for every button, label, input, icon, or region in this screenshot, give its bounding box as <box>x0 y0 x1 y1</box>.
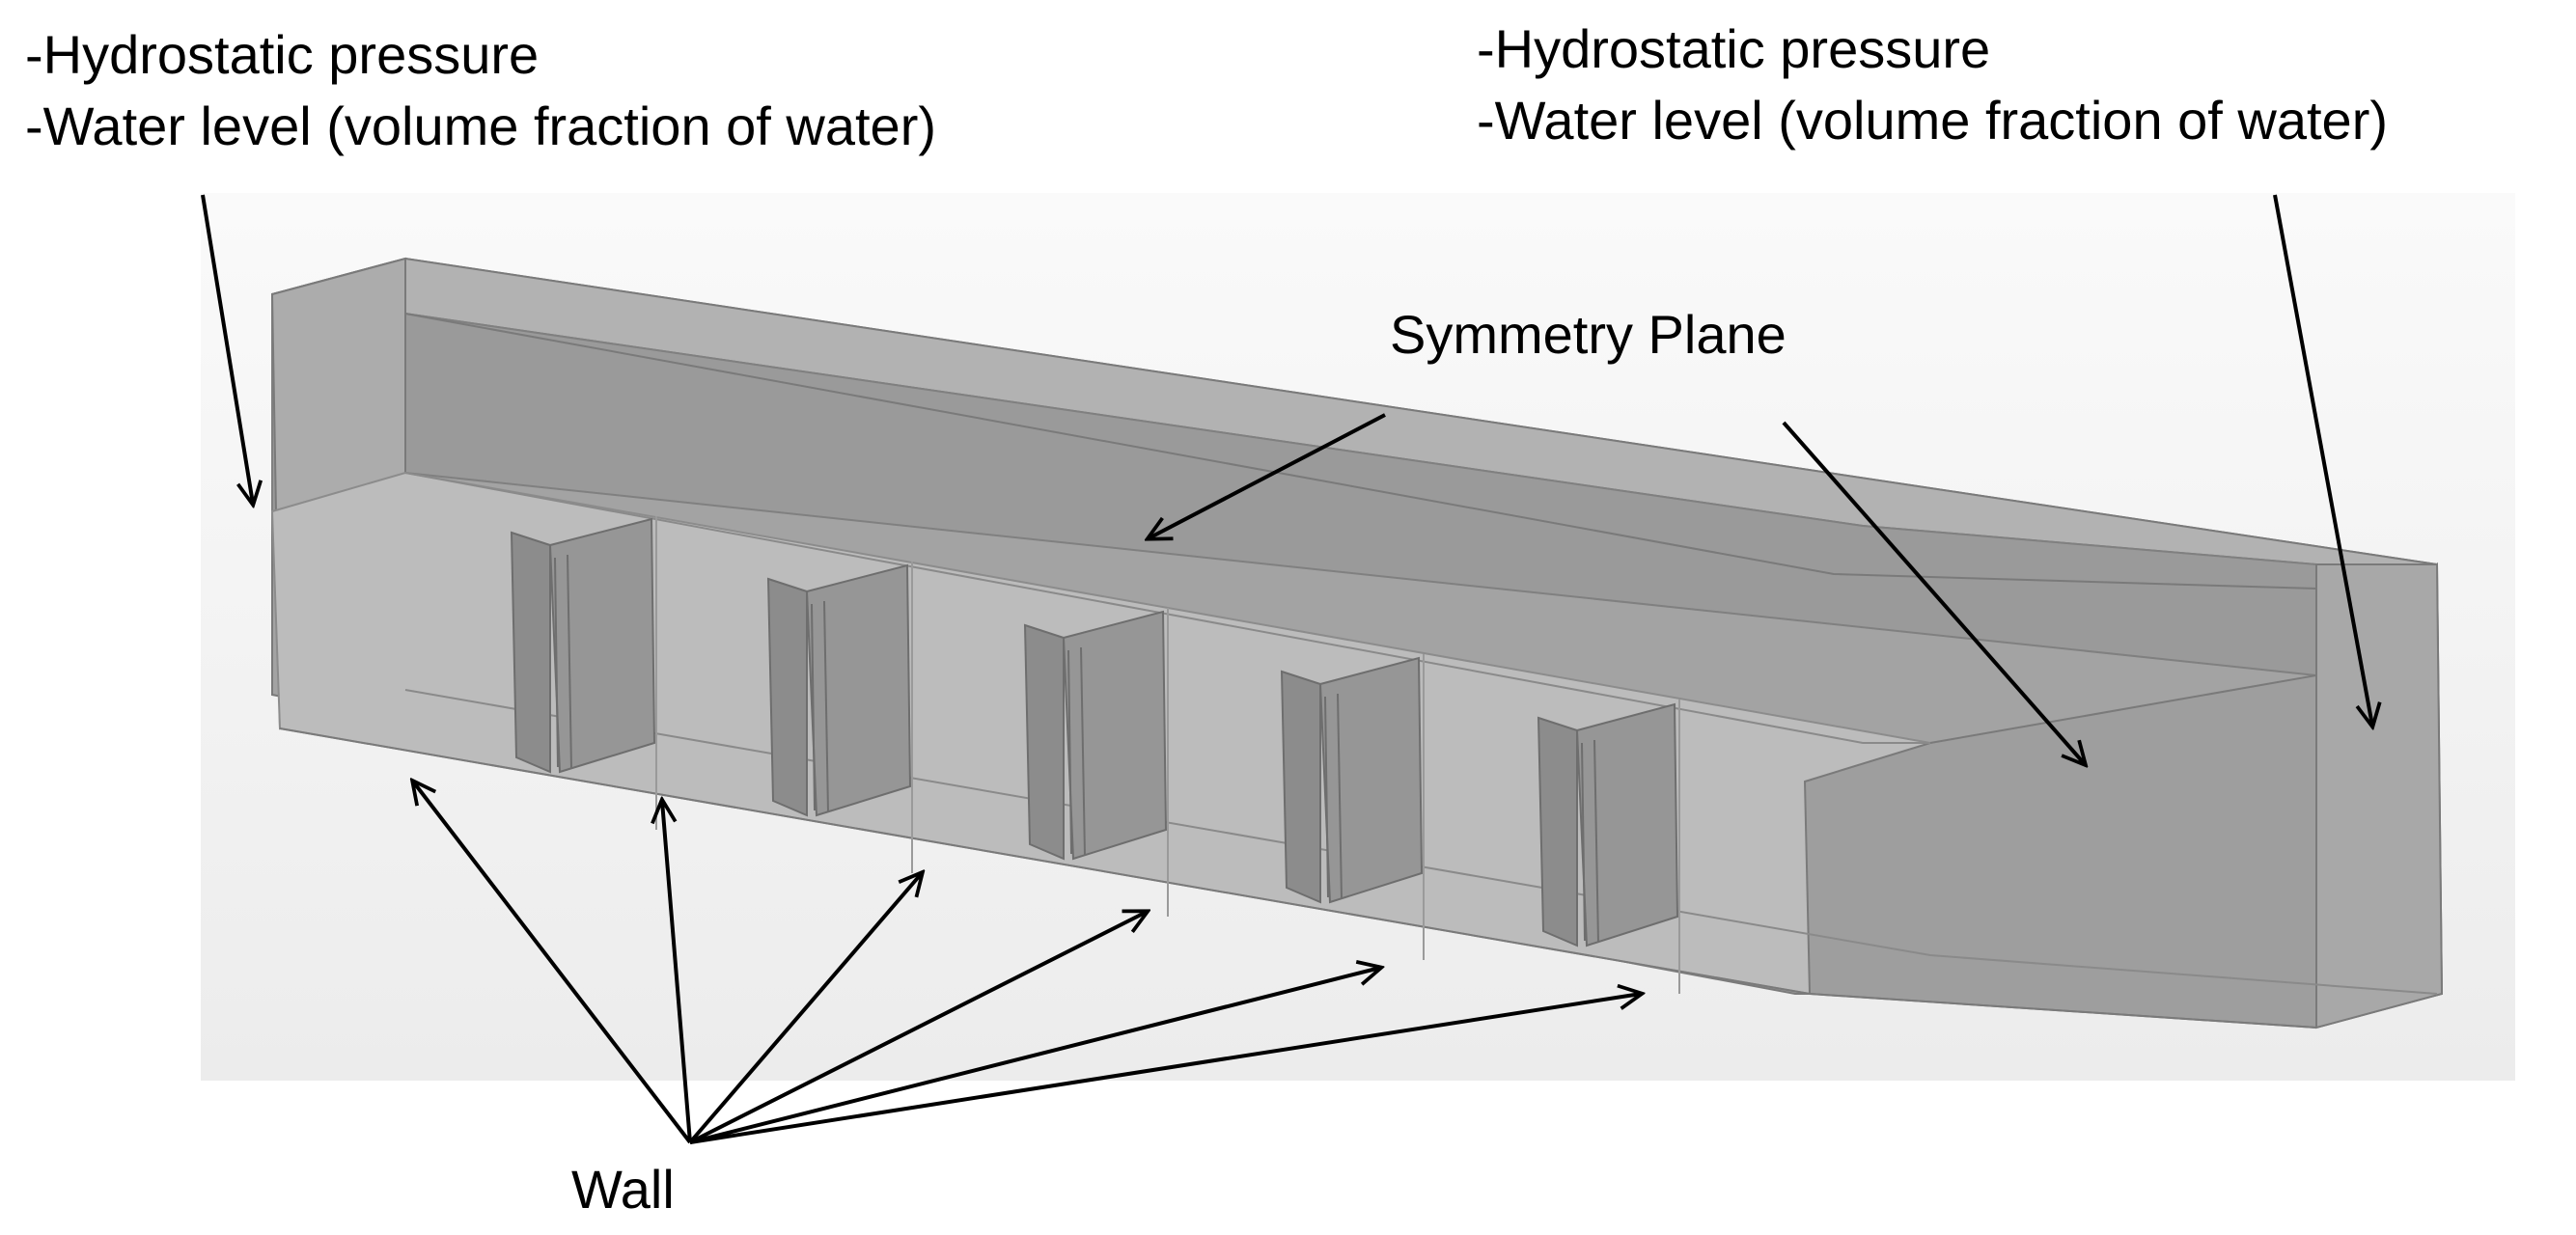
baffle-2 <box>766 563 912 817</box>
right-annotation-line-1: -Hydrostatic pressure <box>1477 18 1991 79</box>
baffle-4 <box>1280 656 1424 904</box>
baffle-3 <box>1023 610 1168 861</box>
left-boundary-annotation: -Hydrostatic pressure -Water level (volu… <box>25 19 936 162</box>
wall-arrows <box>413 782 1641 1144</box>
left-annotation-line-2: -Water level (volume fraction of water) <box>25 96 936 156</box>
chamber-dividers <box>655 516 1680 994</box>
water-line <box>404 472 1930 744</box>
right-outlet-arrow <box>2273 194 2372 726</box>
right-annotation-line-2: -Water level (volume fraction of water) <box>1477 90 2388 151</box>
symmetry-plane-arrow-2 <box>1782 421 2085 764</box>
free-surface-line <box>404 313 2317 590</box>
baffle-5 <box>1537 702 1679 947</box>
outlet-face <box>2315 563 2444 1029</box>
left-inlet-arrow <box>201 194 253 504</box>
floor-edge <box>279 727 2317 1029</box>
baffle-1 <box>510 517 656 774</box>
floor-inner-edge <box>404 689 2438 995</box>
channel-model <box>270 257 2444 1029</box>
symmetry-plane-arrow <box>1149 413 1386 538</box>
left-annotation-line-1: -Hydrostatic pressure <box>25 24 540 85</box>
right-boundary-annotation: -Hydrostatic pressure -Water level (volu… <box>1477 14 2388 156</box>
wall-label: Wall <box>571 1159 675 1220</box>
annotation-arrows <box>201 194 2372 1144</box>
symmetry-plane-label: Symmetry Plane <box>1390 304 1787 365</box>
